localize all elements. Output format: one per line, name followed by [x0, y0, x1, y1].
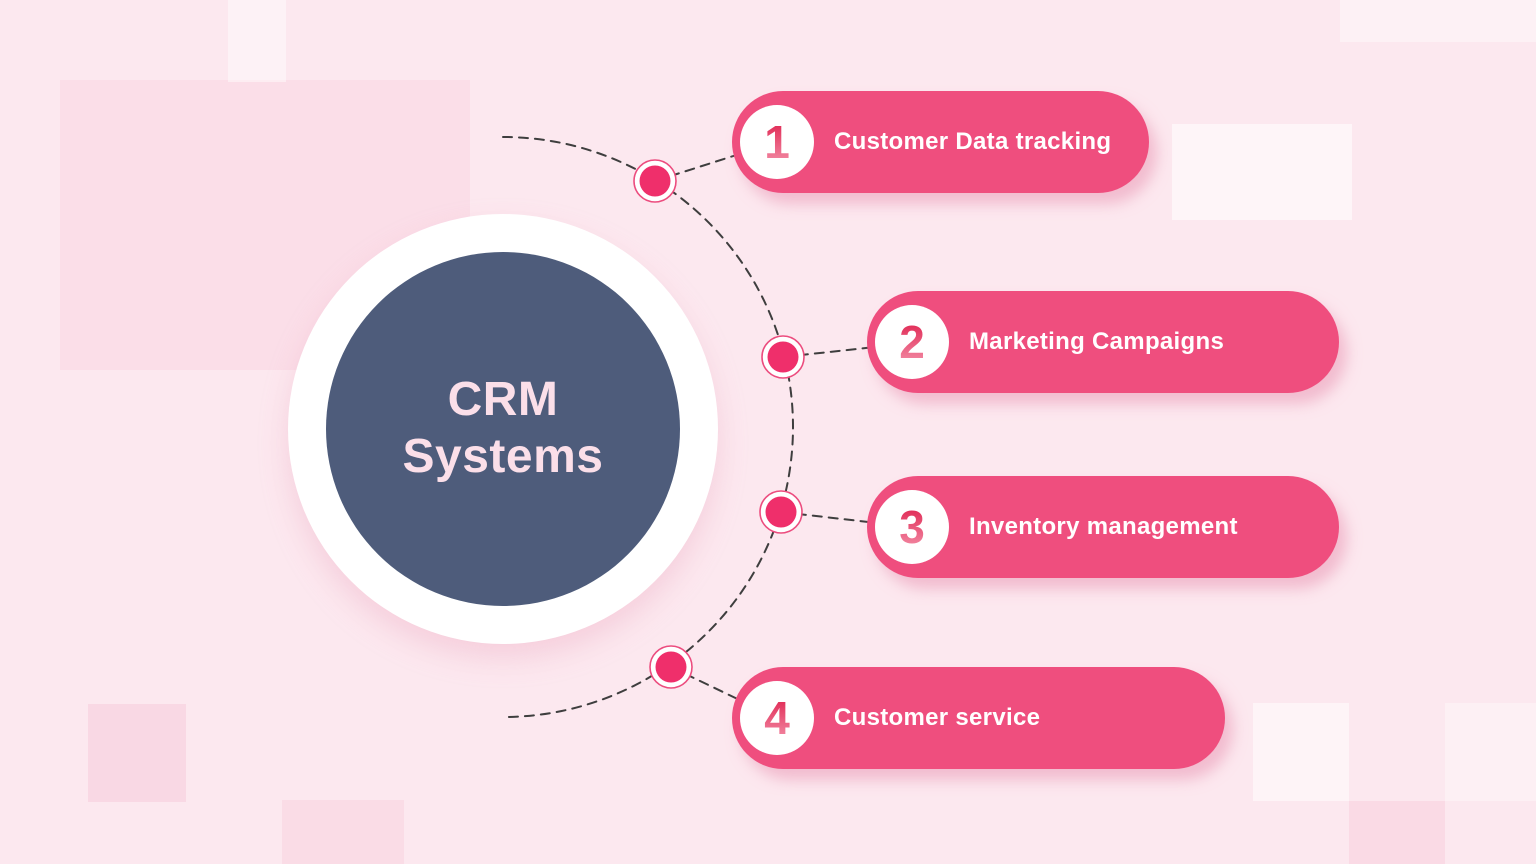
item-label: Inventory management [969, 513, 1238, 540]
item-label: Customer service [834, 704, 1041, 731]
bg-patch [1172, 124, 1352, 220]
item-number: 4 [764, 692, 790, 744]
item-label: Marketing Campaigns [969, 328, 1225, 355]
bg-patch [88, 704, 186, 802]
item-pill-inventory-management: 3 Inventory management [867, 476, 1339, 578]
item-pill-marketing-campaigns: 2 Marketing Campaigns [867, 291, 1339, 393]
central-topic-title: CRM Systems [403, 372, 604, 485]
connector-line-3 [780, 511, 913, 528]
item-number-badge: 2 [875, 305, 949, 379]
node-dot-2 [761, 335, 805, 379]
node-dot-4 [649, 645, 693, 689]
central-topic-title-line1: CRM [447, 373, 559, 427]
item-number: 2 [899, 316, 925, 368]
item-pill-customer-data-tracking: 1 Customer Data tracking [732, 91, 1149, 193]
item-number-badge: 1 [740, 105, 814, 179]
central-topic-circle: CRM Systems [326, 252, 680, 606]
bg-patch [1253, 703, 1349, 801]
bg-patch [1340, 0, 1536, 42]
central-topic-ring: CRM Systems [288, 214, 718, 644]
item-pill-customer-service: 4 Customer service [732, 667, 1225, 769]
item-number: 1 [764, 116, 790, 168]
dashed-arc [502, 136, 794, 718]
item-label: Customer Data tracking [834, 128, 1112, 155]
item-number-badge: 4 [740, 681, 814, 755]
bg-patch [282, 800, 404, 864]
bg-patch [1349, 801, 1445, 864]
node-dot-1 [633, 159, 677, 203]
node-dot-3 [759, 490, 803, 534]
bg-patch [228, 0, 286, 82]
item-number-badge: 3 [875, 490, 949, 564]
item-number: 3 [899, 501, 925, 553]
bg-patch [1445, 703, 1536, 801]
central-topic-title-line2: Systems [402, 430, 604, 483]
